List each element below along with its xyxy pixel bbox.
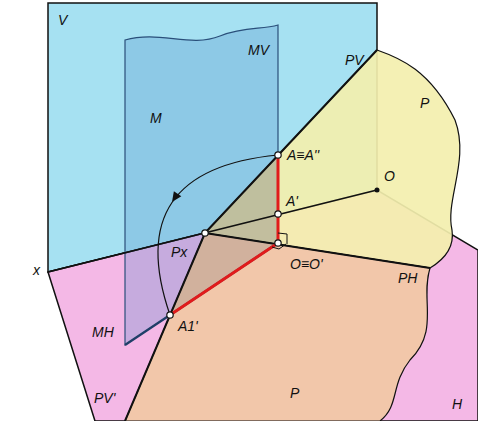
point-label: P [420,95,429,111]
point-label: P [290,385,299,401]
point-marker [202,230,208,236]
point-label: A1' [178,318,198,334]
x-axis [48,190,377,272]
point-label: PH [398,270,417,286]
point-marker [375,188,380,193]
point-label: A≡A'' [287,147,319,163]
point-marker [275,211,281,217]
point-label: A' [286,193,298,209]
rotated-frontal-trace [125,233,205,421]
frontal-trace [205,50,377,233]
point-label: H [452,396,462,412]
point-label: PV' [94,390,115,406]
point-label: V [58,12,67,28]
point-label: Px [171,244,187,260]
point-label: O [384,168,395,184]
rotation-arrow [168,191,181,204]
radius-line-laid [170,243,278,315]
projection-line [278,155,279,243]
point-marker [275,240,281,246]
point-label: x [33,262,40,278]
plane-upper-part [205,50,460,268]
point-label: MH [92,324,114,340]
point-label: M [150,110,162,126]
rotated-triangle-laid [170,233,278,315]
auxiliary-horizontal-trace [125,243,278,345]
point-label: PV [345,52,364,68]
point-label: MV [248,42,269,58]
plane-rotated-part [125,233,430,421]
point-marker [167,312,173,318]
rotation-arc [158,155,278,315]
point-marker [275,152,281,158]
point-label: O≡O' [290,256,323,272]
radius-line [277,155,280,243]
